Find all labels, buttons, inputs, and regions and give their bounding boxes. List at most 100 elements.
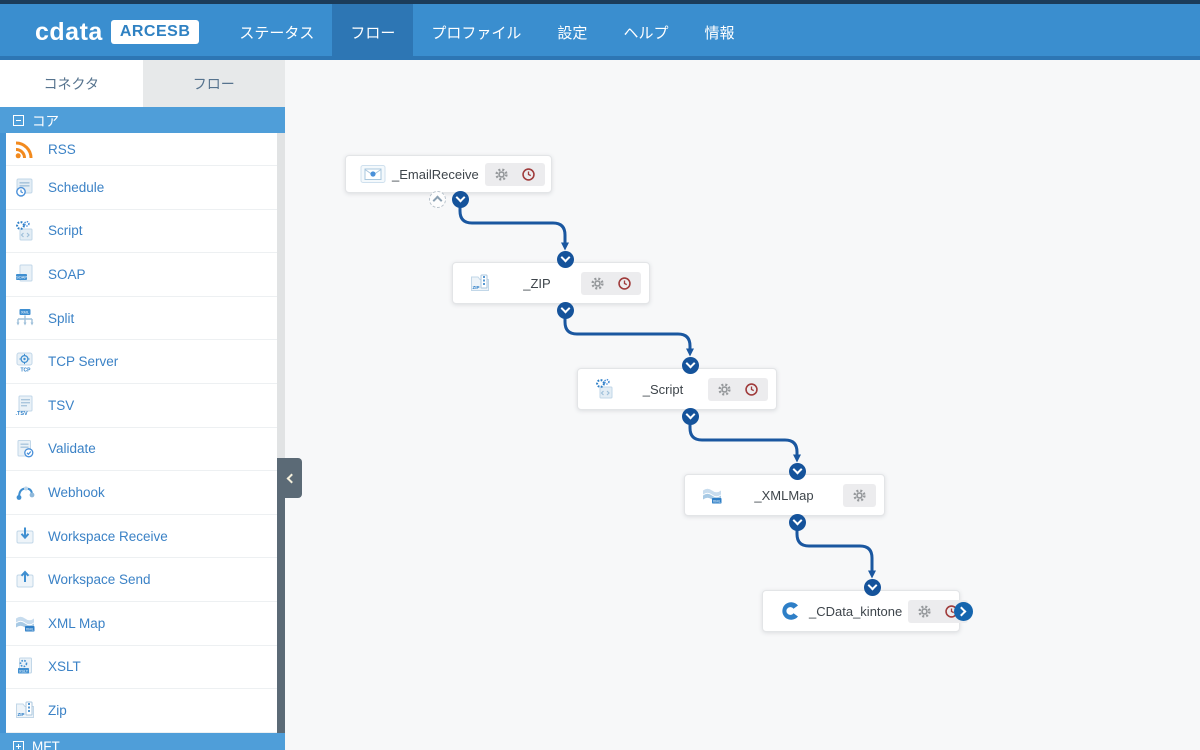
node-input-port[interactable] <box>556 250 574 268</box>
nav-item-settings[interactable]: 設定 <box>557 24 588 42</box>
sidebar-item-label: Script <box>48 223 83 239</box>
node-output-port[interactable] <box>788 513 806 531</box>
navbar-top-strip <box>0 0 1200 4</box>
node-settings-gear-icon[interactable] <box>590 276 605 291</box>
node-label: _Script <box>642 381 684 397</box>
node-output-port-right[interactable] <box>953 601 973 621</box>
cdata-logo-text: cdata <box>35 17 103 46</box>
sidebar-item-tcp-server[interactable]: TCP TCP Server <box>0 340 277 384</box>
chevron-icon <box>792 515 802 526</box>
svg-text:XML: XML <box>26 627 35 632</box>
sidebar-item-webhook[interactable]: Webhook <box>0 471 277 515</box>
sidebar-item-validate[interactable]: Validate <box>0 427 277 472</box>
chevron-icon <box>792 464 802 475</box>
sidebar-item-label: Schedule <box>48 179 105 195</box>
node-actions <box>843 483 876 507</box>
chevron-icon <box>685 358 695 369</box>
sidebar-item-label: Zip <box>48 702 67 718</box>
cdata-kintone-node[interactable]: _CData_kintone <box>762 590 969 632</box>
sidebar-item-label: Validate <box>48 441 96 457</box>
node-label: _CData_kintone <box>809 603 903 619</box>
node-output-port[interactable] <box>451 190 469 208</box>
node-settings-gear-icon[interactable] <box>917 604 932 619</box>
zip-node[interactable]: ZIP_ZIP <box>452 262 650 304</box>
sidebar-item-xml-map[interactable]: XML XML Map <box>0 601 277 646</box>
node-input-port[interactable] <box>788 462 806 480</box>
sidebar-section-mft[interactable]: MFT <box>0 733 285 750</box>
tcp-server-icon: TCP <box>13 351 37 373</box>
sidebar-item-label: Webhook <box>48 484 105 500</box>
flow-connections <box>458 205 876 579</box>
node-schedule-clock-icon[interactable] <box>744 382 759 397</box>
svg-text:SOAP: SOAP <box>16 275 27 280</box>
chevron-icon <box>867 580 877 591</box>
sidebar-section-core[interactable]: コア <box>0 107 285 133</box>
node-settings-gear-icon[interactable] <box>717 382 732 397</box>
nav-item-flows[interactable]: フロー <box>332 4 414 60</box>
workspace-send-icon <box>13 569 37 591</box>
node-output-port[interactable] <box>681 407 699 425</box>
tab-flows[interactable]: フロー <box>142 60 285 107</box>
xml-map-icon: XML <box>13 612 37 634</box>
script-node[interactable]: _Script <box>577 368 777 410</box>
section-mft-label: MFT <box>32 738 60 750</box>
sidebar-tabs: コネクタ フロー <box>0 60 285 107</box>
tab-connectors[interactable]: コネクタ <box>0 60 143 107</box>
sidebar-item-label: TSV <box>48 397 75 413</box>
rss-icon <box>13 138 37 160</box>
node-schedule-clock-icon[interactable] <box>521 167 536 182</box>
script-icon <box>13 220 37 242</box>
nav-item-status[interactable]: ステータス <box>239 24 315 42</box>
node-output-port[interactable] <box>556 301 574 319</box>
chevron-icon <box>560 252 570 263</box>
sidebar-scrollbar[interactable] <box>277 107 285 750</box>
navbar: cdata ARCESB ステータスフロープロファイル 設定 ヘルプ 情報 <box>0 0 1200 60</box>
sidebar-item-label: XML Map <box>48 615 106 631</box>
chevron-icon <box>685 409 695 420</box>
email-receive-icon <box>360 163 386 185</box>
chevron-icon <box>560 303 570 314</box>
node-schedule-clock-icon[interactable] <box>617 276 632 291</box>
collapse-minus-icon <box>13 114 24 126</box>
nav-item-help[interactable]: ヘルプ <box>623 24 669 42</box>
workspace-receive-icon <box>13 525 37 547</box>
nav-menu: ステータスフロープロファイル 設定 ヘルプ 情報 <box>221 4 752 60</box>
sidebar-item-workspace-send[interactable]: Workspace Send <box>0 558 277 602</box>
validate-icon <box>13 438 37 460</box>
sidebar-item-workspace-receive[interactable]: Workspace Receive <box>0 514 277 559</box>
sidebar-item-soap[interactable]: SOAP SOAP <box>0 253 277 297</box>
node-input-port[interactable] <box>863 578 881 596</box>
cdata-logo[interactable]: cdata ARCESB <box>35 4 200 60</box>
xml-map-icon: XML <box>699 484 725 506</box>
sidebar-item-tsv[interactable]: .TSV TSV <box>0 383 277 428</box>
nav-item-profiles[interactable]: プロファイル <box>431 24 522 42</box>
node-settings-gear-icon[interactable] <box>852 488 867 503</box>
xml-map-node[interactable]: XML_XMLMap <box>684 474 885 516</box>
node-actions <box>581 271 641 295</box>
sidebar-item-label: SOAP <box>48 266 86 282</box>
sidebar-item-script[interactable]: Script <box>0 209 277 254</box>
sidebar-scrollbar-thumb[interactable] <box>277 458 285 733</box>
sidebar-collapse-handle[interactable] <box>277 458 302 498</box>
sidebar-item-label: TCP Server <box>48 354 119 370</box>
svg-text:.TSV: .TSV <box>16 411 29 416</box>
svg-text:ZIP: ZIP <box>473 285 480 290</box>
sidebar-item-label: Workspace Send <box>48 572 151 588</box>
script-icon <box>592 378 618 400</box>
split-icon: XML <box>13 307 37 329</box>
email-receive-node[interactable]: _EmailReceive <box>345 155 552 193</box>
node-input-port-dashed[interactable] <box>428 190 446 208</box>
schedule-icon <box>13 176 37 198</box>
node-input-port[interactable] <box>681 356 699 374</box>
node-settings-gear-icon[interactable] <box>494 167 509 182</box>
sidebar-item-rss[interactable]: RSS <box>0 133 277 166</box>
nav-item-about[interactable]: 情報 <box>704 24 735 42</box>
sidebar-item-schedule[interactable]: Schedule <box>0 166 277 210</box>
